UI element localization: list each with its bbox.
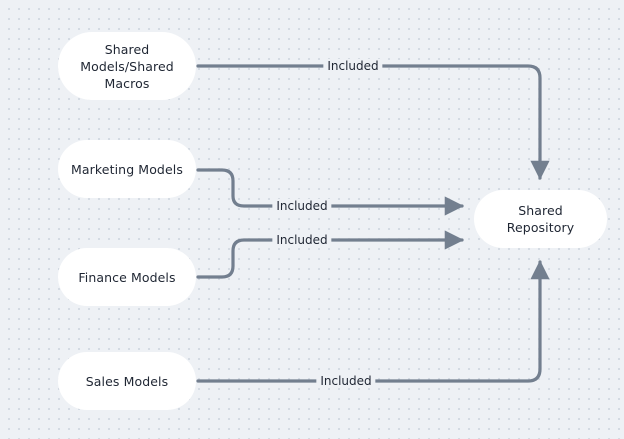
node-shared-models[interactable]: Shared Models/Shared Macros	[58, 32, 196, 100]
node-finance-models[interactable]: Finance Models	[58, 248, 196, 306]
node-shared-models-label: Shared Models/Shared Macros	[80, 41, 174, 92]
edge-marketing-models-to-repository	[196, 168, 464, 216]
node-shared-models-line-3: Macros	[104, 75, 150, 91]
edge-label-shared-models: Included	[323, 59, 383, 73]
node-finance-models-label: Finance Models	[78, 269, 176, 285]
node-shared-repository[interactable]: Shared Repository	[474, 190, 607, 248]
node-sales-models[interactable]: Sales Models	[58, 352, 196, 410]
edge-label-sales-models: Included	[316, 374, 376, 388]
node-shared-models-line-2: Models/Shared	[80, 58, 174, 74]
node-marketing-models-label: Marketing Models	[71, 161, 183, 177]
edge-label-marketing-models: Included	[272, 199, 332, 213]
edge-finance-models-to-repository	[196, 230, 464, 279]
edge-label-finance-models: Included	[272, 233, 332, 247]
edge-shared-models-to-repository	[196, 64, 550, 180]
node-shared-repository-label: Shared Repository	[506, 203, 575, 235]
node-marketing-models[interactable]: Marketing Models	[58, 140, 196, 198]
edge-sales-models-to-repository	[196, 260, 550, 383]
node-sales-models-label: Sales Models	[85, 373, 169, 389]
node-shared-models-line-1: Shared	[104, 41, 150, 57]
